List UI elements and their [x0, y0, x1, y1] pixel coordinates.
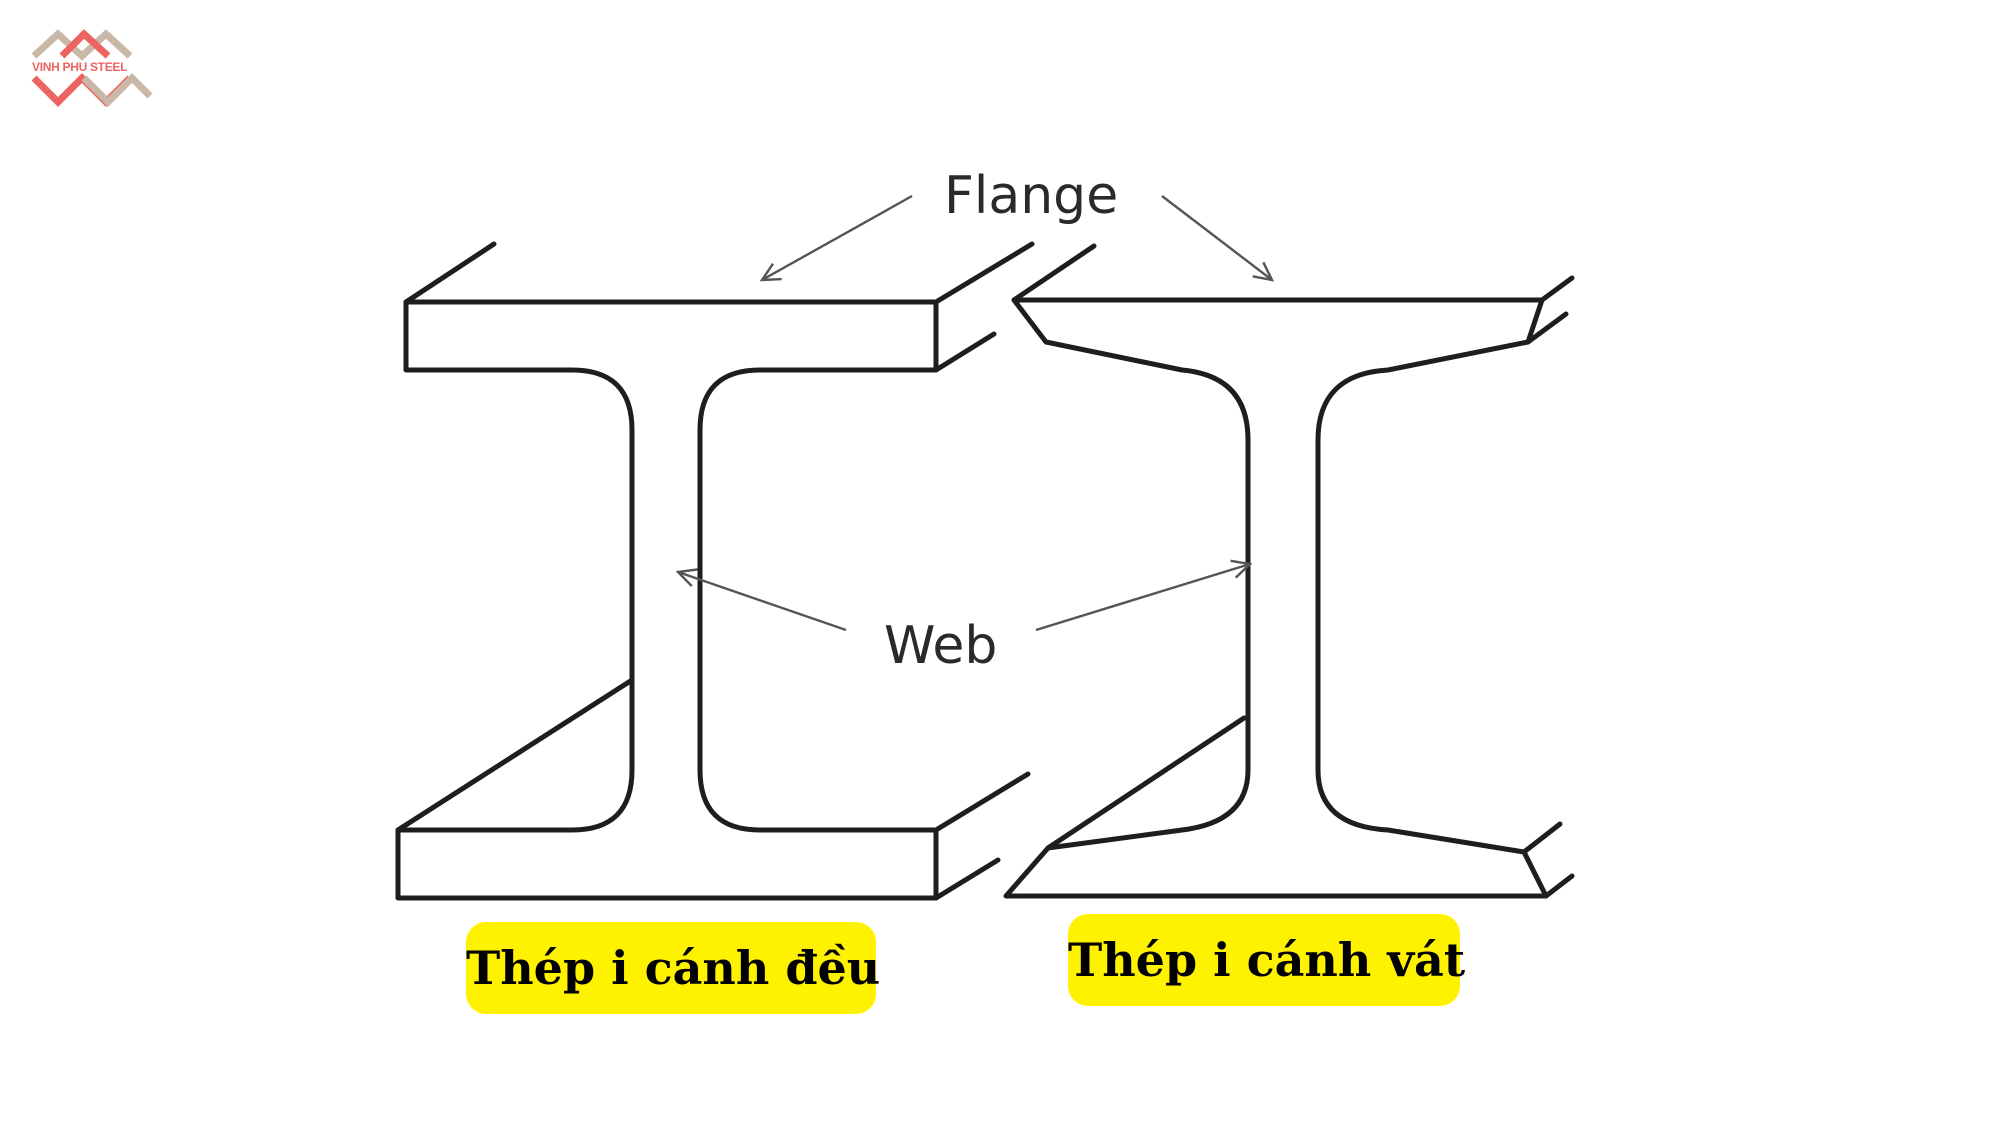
annotation-arrows — [678, 194, 1272, 632]
logo-text: VINH PHU STEEL — [32, 60, 128, 74]
flange-label: Flange — [944, 166, 1119, 226]
vinh-phu-steel-logo-icon — [31, 29, 153, 107]
web-label: Web — [884, 616, 998, 676]
i-beam-equal-flange — [395, 241, 1035, 901]
i-beam-tapered-flange — [1003, 243, 1575, 899]
caption-equal-flange: Thép i cánh đều — [466, 922, 880, 1014]
caption-tapered-flange: Thép i cánh vát — [1068, 914, 1465, 1006]
